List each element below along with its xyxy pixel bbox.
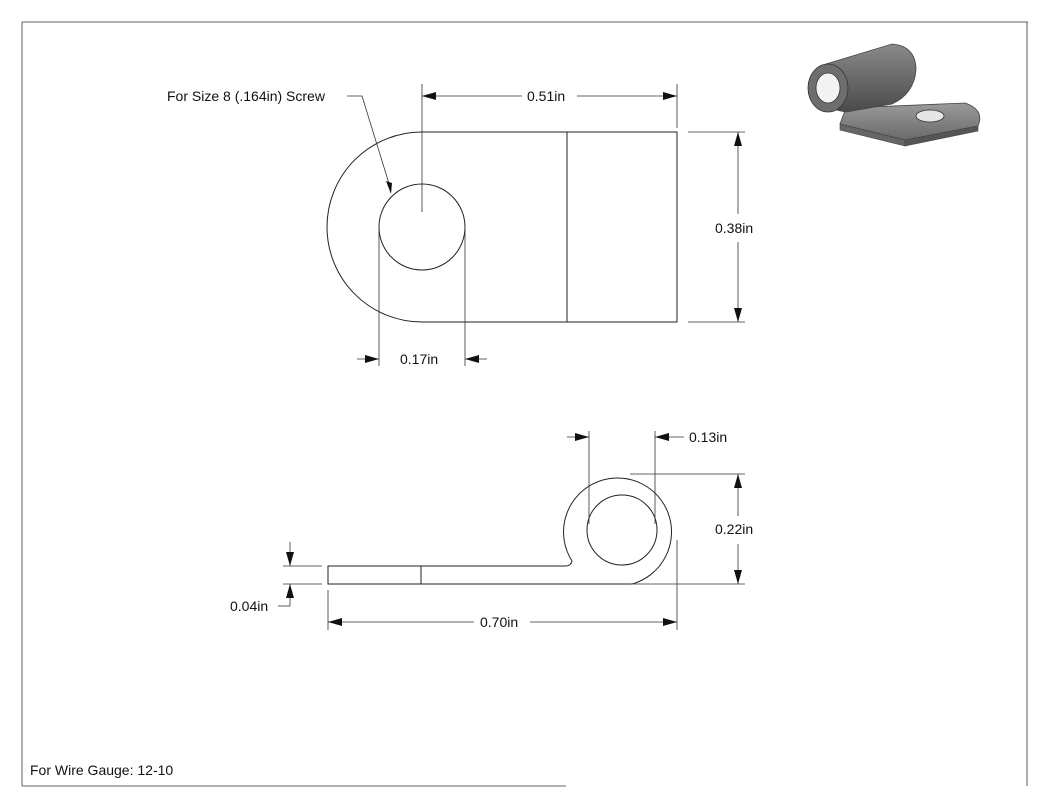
iso-hole	[915, 109, 945, 123]
side-view-tab	[327, 477, 673, 585]
screw-note: For Size 8 (.164in) Screw	[167, 88, 326, 104]
dim-height	[688, 131, 745, 323]
wire-gauge-note: For Wire Gauge: 12-10	[30, 762, 173, 778]
side-view	[327, 477, 673, 585]
dim-overall-length	[327, 540, 678, 630]
top-view	[326, 131, 678, 323]
dim-thickness	[278, 542, 322, 607]
dim-label-height: 0.38in	[715, 220, 753, 236]
dim-label-overall-length: 0.70in	[480, 614, 518, 630]
isometric-view	[807, 43, 981, 147]
screw-note-leader	[347, 95, 392, 194]
dim-hole-diameter	[357, 230, 487, 366]
iso-tube-opening	[815, 72, 841, 104]
dim-label-top-length: 0.51in	[527, 88, 565, 104]
dim-loop-height	[630, 473, 745, 585]
dim-top-length	[421, 84, 678, 212]
top-view-outline	[326, 131, 678, 323]
dim-label-thickness: 0.04in	[230, 598, 268, 614]
drawing-frame	[21, 21, 1028, 787]
dim-label-hole-diameter: 0.17in	[400, 351, 438, 367]
dim-label-loop-height: 0.22in	[715, 521, 753, 537]
loop-inner	[586, 494, 658, 566]
dim-label-loop-inner: 0.13in	[689, 429, 727, 445]
dim-loop-inner	[567, 431, 684, 524]
